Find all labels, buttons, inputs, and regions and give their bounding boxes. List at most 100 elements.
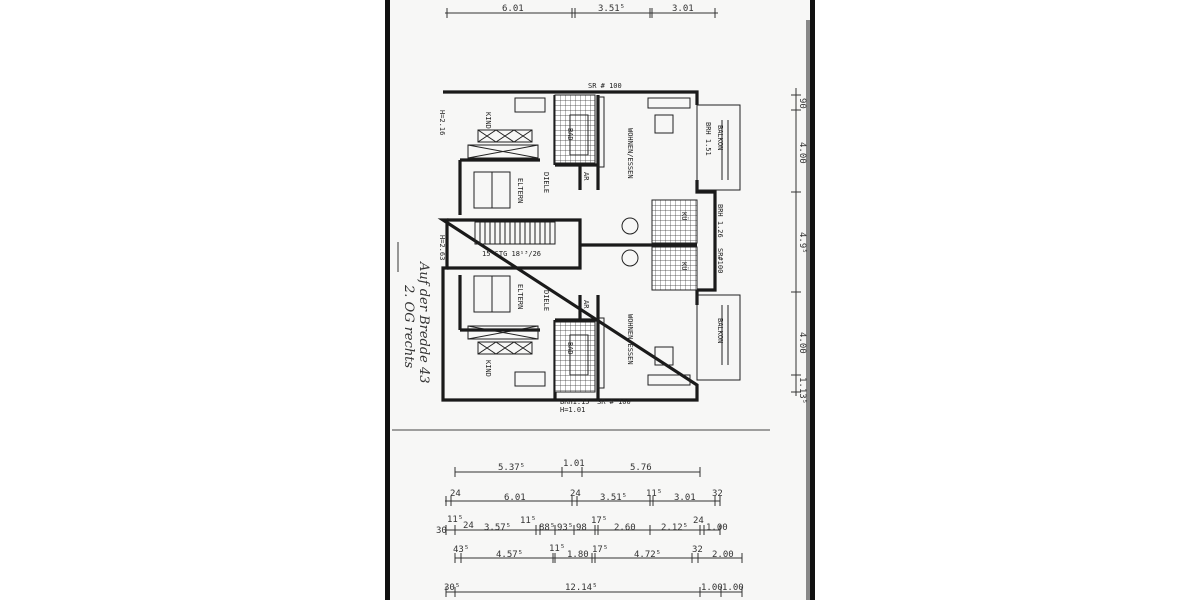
room-ar-lower: AR [582, 300, 590, 309]
dim-r3-8: 17⁵ [591, 516, 607, 526]
dim-r1-1: 1.01 [563, 459, 585, 469]
dim-r4-1: 4.57⁵ [496, 550, 523, 560]
bathtub-upper [569, 114, 589, 156]
dim-r4-7: 2.00 [712, 550, 734, 560]
dim-r3-6: 93⁵ [557, 523, 573, 533]
sr-bottom: SR # 100 [597, 398, 631, 406]
room-eltern-lower: ELTERN [516, 284, 524, 309]
dim-r3-0: 30 [436, 526, 447, 536]
wardrobe-lower [467, 325, 539, 355]
room-balkon-lower: BALKON [716, 318, 724, 343]
brh-kitchen: BRH 1.26 [716, 204, 724, 238]
bathtub-lower [569, 334, 589, 376]
dim-r5-1: 12.14⁵ [565, 583, 598, 593]
dim-r3-3: 3.57⁵ [484, 523, 511, 533]
dim-r4-3: 1.80 [567, 550, 589, 560]
dim-r4-2: 11⁵ [549, 544, 565, 554]
room-wohnen-lower: WOHNEN/ESSEN [626, 314, 634, 365]
dim-r4-0: 43⁵ [453, 545, 469, 555]
dim-top-3: 3.01 [672, 4, 694, 14]
dim-r2-1: 6.01 [504, 493, 526, 503]
room-bad-lower: BAD [566, 342, 574, 355]
shelf-upper [597, 96, 605, 168]
wardrobe-upper [467, 129, 539, 159]
room-wohnen-upper: WOHNEN/ESSEN [626, 128, 634, 179]
bottom-dimensions: 5.37⁵ 1.01 5.76 24 6.01 24 3.51⁵ 11⁵ 3.0… [436, 459, 744, 597]
brh-side: H=2.16 [438, 110, 446, 135]
bathroom-tiles-upper [554, 94, 596, 164]
scan-edge-right [810, 0, 815, 600]
desk-lower [514, 371, 546, 387]
kitchen-tiles-upper [651, 199, 698, 244]
dim-r2-5: 3.01 [674, 493, 696, 503]
dim-right-4: 4.00 [797, 332, 807, 354]
dim-r2-2: 24 [570, 489, 581, 499]
balcony-lower [696, 294, 741, 381]
dim-r3-5: 88⁵ [539, 523, 555, 533]
handwritten-line-2: 2. OG rechts [401, 284, 416, 368]
brh-bottom-1: BRH1.15 [560, 398, 590, 406]
shelf-lower [597, 317, 605, 389]
room-ar-upper: AR [582, 172, 590, 181]
dim-r4-5: 4.72⁵ [634, 550, 661, 560]
brh-balkon: BRH 1.51 [704, 122, 712, 156]
dim-r1-2: 5.76 [630, 463, 652, 473]
dim-right-3: 4.9⁵ [797, 232, 807, 254]
dim-top-2: 3.51⁵ [598, 4, 625, 14]
dim-right-5: 1.13⁵ [797, 377, 807, 404]
stairs-label: 15 STG 18¹³/26 [482, 250, 541, 258]
right-dimension-line: 90 4.00 4.9⁵ 4.00 1.13⁵ [791, 88, 807, 404]
room-eltern-upper: ELTERN [516, 178, 524, 203]
scan-edge-left [385, 0, 390, 600]
dim-r3-11: 24 [693, 516, 704, 526]
room-diele-lower: DIELE [542, 290, 550, 311]
dim-r3-2: 24 [463, 521, 474, 531]
bathroom-tiles-lower [554, 321, 596, 393]
dim-r2-0: 24 [450, 489, 461, 499]
dim-r4-4: 17⁵ [592, 545, 608, 555]
handwritten-line-1: Auf der Bredde 43 [416, 261, 431, 384]
room-bad-upper: BAD [566, 128, 574, 141]
dim-r2-4: 11⁵ [646, 489, 662, 499]
dim-r3-7: 98 [576, 523, 587, 533]
dining-table-upper [621, 217, 639, 235]
dining-table-lower [621, 249, 639, 267]
floor-plan: 15 STG 18¹³/26 KIND ELTERN DIELE BAD AR … [437, 82, 741, 414]
table-lower [654, 346, 674, 366]
kitchen-tiles-lower [651, 246, 698, 291]
paper [385, 0, 815, 600]
room-kind-lower: KIND [484, 360, 492, 377]
balcony-upper [696, 104, 741, 191]
dim-right-1: 90 [797, 98, 807, 109]
scan-shadow [806, 20, 810, 600]
dim-right-2: 4.00 [797, 142, 807, 164]
dim-top-1: 6.01 [502, 4, 524, 14]
room-kind-upper: KIND [484, 112, 492, 129]
dim-r3-1: 11⁵ [447, 515, 463, 525]
dim-r5-3: 1.00 [722, 583, 744, 593]
dim-r5-0: 30⁵ [444, 583, 460, 593]
dim-r1-0: 5.37⁵ [498, 463, 525, 473]
dim-r3-10: 2.12⁵ [661, 523, 688, 533]
sr-top: SR # 100 [588, 82, 622, 90]
sofa-lower [647, 374, 691, 386]
dim-r2-3: 3.51⁵ [600, 493, 627, 503]
dim-r4-6: 32 [692, 545, 703, 555]
room-kueche-lower: KÜ [680, 262, 689, 270]
dim-r5-2: 1.00 [701, 583, 723, 593]
dim-r3-9: 2.60 [614, 523, 636, 533]
brh-bottom-2: H=1.01 [560, 406, 585, 414]
dim-r3-12: 1.00 [706, 523, 728, 533]
room-kueche-upper: KÜ [680, 212, 689, 220]
stairs [474, 221, 556, 245]
dim-r2-6: 32 [712, 489, 723, 499]
sofa-upper [647, 97, 691, 109]
room-diele-upper: DIELE [542, 172, 550, 193]
desk-upper [514, 97, 546, 113]
table-upper [654, 114, 674, 134]
handwritten-address: Auf der Bredde 43 2. OG rechts [397, 242, 431, 384]
sr-side: SR#100 [716, 248, 724, 273]
top-dimension-line: 6.01 3.51⁵ 3.01 [445, 4, 718, 18]
room-balkon-upper: BALKON [716, 125, 724, 150]
